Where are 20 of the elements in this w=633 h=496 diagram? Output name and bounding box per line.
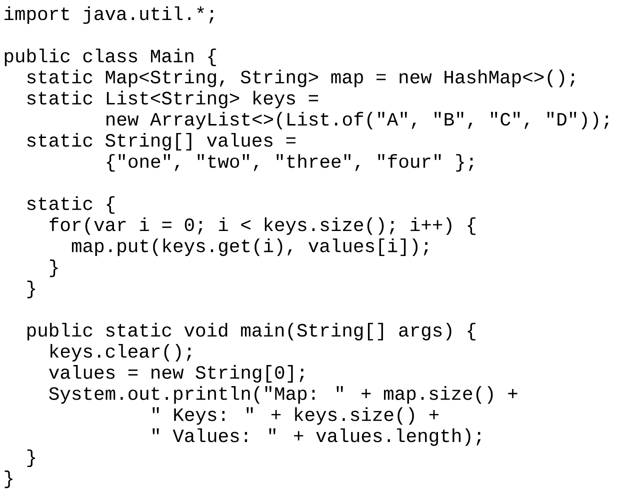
code-line: keys.clear(); [50,344,191,362]
code-line: public class Main { [4,48,216,66]
code-line: new ArrayList<>(List.of("A", "B", "C", "D")); [106,112,608,130]
code-line: } [4,470,12,488]
code-line: } [50,260,58,278]
code-line: public static void main(String[] args) { [27,322,476,340]
code-line: {"one", "two", "three", "four" }; [106,154,474,172]
code-line: static Map<String, String> map = new HashMap<>(); [27,70,574,88]
code-line: } [27,280,35,298]
code-line: import java.util.*; [4,6,214,24]
code-line: System.out.println("Map: " + map.size() + [49,386,518,404]
code-line: static String[] values = [27,132,296,150]
code-line: " Keys: " + keys.size() + [152,407,439,425]
code-line: for(var i = 0; i < keys.size(); i++) { [50,217,476,235]
code-line: map.put(keys.get(i), values[i]); [72,238,428,256]
code-line: values = new String[0]; [49,365,304,383]
code-line: static { [27,196,114,214]
code-line: } [27,449,35,467]
code-line: static List<String> keys = [27,90,318,108]
code-line: " Values: " + values.length); [152,428,481,446]
